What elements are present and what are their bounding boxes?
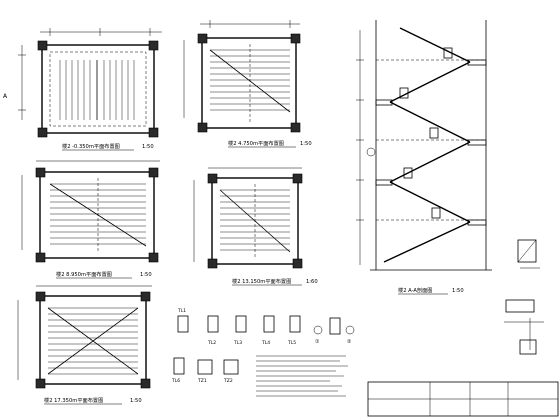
plan-title: 楼2 8.950m平面布置图 [56,270,112,278]
plan-title: 楼2 17.350m平面布置图 [44,396,103,404]
notes-block [256,355,348,397]
column [35,252,46,263]
beam-label: TL1 [177,308,186,314]
beam-label: TL2 [207,340,216,346]
detail-mark: ① [315,339,320,345]
stair-flights [383,27,471,263]
detail-mark: ② [347,339,352,345]
column [35,167,46,178]
column-section-tz2: TZ2 [223,359,239,384]
column [207,173,218,184]
plan-scale: 1:50 [142,144,154,150]
stair-plan-4: 楼2 13.150m平面布置图 1:60 [193,167,318,286]
column [35,291,46,302]
stair-plan-3: 楼2 8.950m平面布置图 1:50 [21,160,160,279]
beam-label: TL3 [233,340,242,346]
section-marker: A [3,93,8,100]
column [35,378,46,389]
column [290,122,301,133]
stair-plan-1: 楼2 -0.350m平面布置图 1:50 [18,28,162,151]
beam-section-tl3: TL3 [233,315,247,346]
beam-section-tl2: TL2 [207,315,219,346]
beam-label: TL4 [261,340,270,346]
title-block [367,381,559,417]
tread-lines-right [103,60,135,120]
plan-title: 楼2 4.750m平面布置图 [228,139,284,147]
column [148,40,159,51]
plan-scale: 1:50 [140,272,152,278]
tread-lines [48,307,138,375]
column [207,258,218,269]
beam-label: TZ1 [197,378,207,384]
plan-title: 楼2 13.150m平面布置图 [232,277,291,285]
tread-lines-left [59,60,91,120]
stair-plan-2: 楼2 4.750m平面布置图 1:50 [183,20,312,148]
beam-sections: TL1 TL2 TL3 TL4 TL5 TL6 TZ1 TZ2 [171,308,355,384]
plan-scale: 1:60 [306,279,318,285]
beam-section-tl5: TL5 [287,315,301,346]
plan-scale: 1:50 [300,141,312,147]
column [290,33,301,44]
column [197,33,208,44]
column [292,173,303,184]
beam-section-tl6: TL6 [171,357,185,384]
column [292,258,303,269]
stair-plan-5: 楼2 17.350m平面布置图 1:50 [17,285,152,405]
column [148,252,159,263]
beam-label: TZ2 [223,378,233,384]
column-section-tz1: TZ1 [197,359,213,384]
column [37,127,48,138]
beam-label: TL5 [287,340,296,346]
column [37,40,48,51]
plan-scale: 1:50 [130,398,142,404]
node-details [504,239,544,355]
stair-section-aa: A 楼2 A-A剖面图 1:50 [3,20,492,295]
column [148,167,159,178]
column [197,122,208,133]
section-beams [399,47,453,219]
column [148,127,159,138]
plan-title: 楼2 -0.350m平面布置图 [62,142,120,150]
beam-section-tl1: TL1 [177,308,189,333]
section-scale: 1:50 [452,288,464,294]
column [140,291,151,302]
beam-label: TL6 [171,378,180,384]
column [140,378,151,389]
section-title: 楼2 A-A剖面图 [398,286,432,294]
beam-section-tl4: TL4 [261,315,275,346]
